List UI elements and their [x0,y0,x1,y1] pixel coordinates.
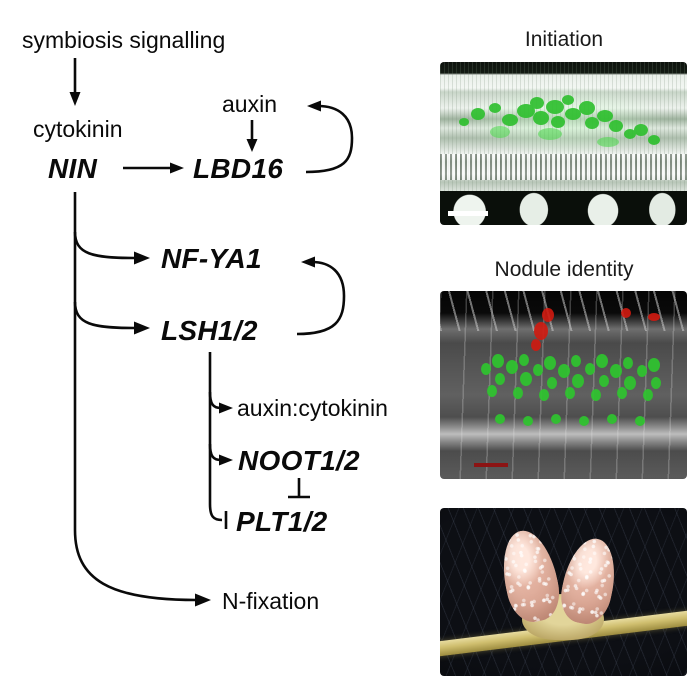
edge-lbd16-to-auxin-feedback [305,100,354,174]
panel-nodule-identity-image [440,291,687,479]
edge-lsh-inhibits-plt [208,503,228,529]
node-cytokinin: cytokinin [33,116,122,142]
node-auxin: auxin [222,91,277,117]
edge-lsh-to-auxin-cytokinin [208,391,233,414]
edge-lsh-to-nf-ya1-feedback [296,256,346,336]
epidermis-dark-band [440,191,687,225]
edge-symbiosis-to-cytokinin [69,58,81,106]
node-plt: PLT1/2 [236,506,328,537]
node-lsh: LSH1/2 [161,315,258,346]
node-auxin-cytokinin: auxin:cytokinin [237,395,388,421]
edge-nin-to-lsh [73,301,150,335]
scale-bar [474,463,508,467]
edge-nin-to-nf-ya1 [73,231,150,265]
panel-initiation-image [440,62,687,225]
edge-nin-to-n-fixation [73,529,211,607]
panel-nodule-identity-title: Nodule identity [494,258,634,281]
node-nin: NIN [48,153,98,184]
scale-bar [448,211,488,216]
panel-initiation-title: Initiation [524,28,604,51]
node-n-fixation: N-fixation [222,588,319,614]
edge-noot-inhibits-plt [288,478,310,499]
panel-initiation: Initiation [440,28,688,228]
node-nf-ya1: NF-YA1 [161,243,262,274]
panel-nodule-identity: Nodule identity [440,258,688,480]
node-noot: NOOT1/2 [238,445,360,476]
xylem-vessel-band [440,154,687,180]
edge-nin-to-lbd16 [123,162,184,174]
edge-lsh-to-noot [208,443,233,466]
node-symbiosis-signalling: symbiosis signalling [22,27,225,53]
panel-nitrogen-fixing-nodule [440,508,688,678]
edge-auxin-to-lbd16 [246,120,258,152]
node-lbd16: LBD16 [193,153,283,184]
pathway-diagram: symbiosis signalling cytokinin NIN auxin… [22,27,388,614]
panel-nitrogen-fixing-nodule-image [440,508,687,676]
root-hair-texture [440,291,687,331]
